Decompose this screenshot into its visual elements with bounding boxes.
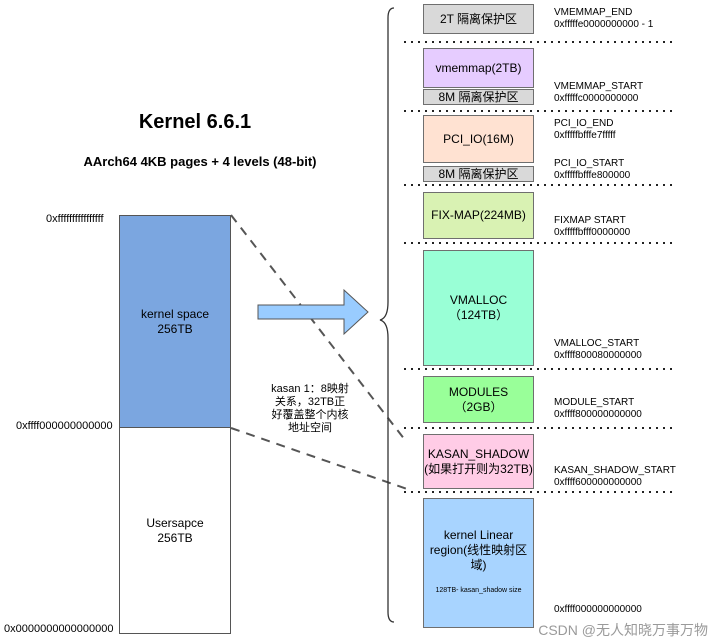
label-addr: 0xffff600000000000 [554,477,642,488]
page-subtitle: AArch64 4KB pages + 4 levels (48-bit) [83,154,317,169]
guard-8m-region-1: 8M 隔离保护区 [423,89,534,105]
vmalloc-region: VMALLOC （124TB） [423,250,534,366]
user-space-segment: Usersapce 256TB [119,427,231,634]
linear-region-note: 128TB- kasan_shadow size [435,587,522,594]
label-addr: 0xfffffc0000000000 [554,93,639,104]
label-addr: 0xffff800000000000 [554,409,642,420]
fixmap-region: FIX-MAP(224MB) [423,192,534,239]
label-module-start: MODULE_START 0xffff800000000000 [554,397,642,421]
label-name: PCI_IO_END [554,118,614,129]
watermark: CSDN @无人知晓万事万物 [538,622,708,638]
label-name: PCI_IO_START [554,158,625,169]
linear-region-label: kernel Linear region(线性映射区域) [429,528,528,572]
kasan-shadow-region: KASAN_SHADOW (如果打开则为32TB) [423,434,534,489]
label-addr: 0xfffffbfffe7fffff [554,130,616,141]
label-addr: 0xffff800080000000 [554,350,642,361]
guard-8m-region-2: 8M 隔离保护区 [423,166,534,182]
linear-region: kernel Linear region(线性映射区域) 128TB- kasa… [423,498,534,628]
guard-2t-region: 2T 隔离保护区 [423,4,534,34]
kasan-note: kasan 1：8映射 关系，32TB正 好覆盖整个内核 地址空间 [271,383,349,434]
label-vmalloc-start: VMALLOC_START 0xffff800080000000 [554,338,642,362]
curly-brace-icon [379,7,395,623]
dashed-line-bottom [230,427,411,491]
label-name: KASAN_SHADOW_START [554,465,676,476]
pci-io-region: PCI_IO(16M) [423,115,534,163]
kernel-space-segment: kernel space 256TB [119,215,231,428]
label-name: MODULE_START [554,397,635,408]
label-name: VMALLOC_START [554,338,640,349]
page-title: Kernel 6.6.1 [138,111,252,133]
label-pci-io-start: PCI_IO_START 0xfffffbfffe800000 [554,158,630,182]
label-kasan-shadow-start: KASAN_SHADOW_START 0xffff600000000000 [554,465,676,489]
label-vmemmap-start: VMEMMAP_START 0xfffffc0000000000 [554,81,643,105]
label-addr: 0xfffffe0000000000 - 1 [554,19,654,30]
address-mid: 0xffff000000000000 [16,420,113,432]
label-vmemmap-end: VMEMMAP_END 0xfffffe0000000000 - 1 [554,7,653,31]
vmemmap-region: vmemmap(2TB) [423,48,534,88]
label-addr: 0xfffffbfff0000000 [554,227,631,238]
label-name: FIXMAP START [554,215,626,226]
label-pci-io-end: PCI_IO_END 0xfffffbfffe7fffff [554,118,616,142]
label-fixmap-start: FIXMAP START 0xfffffbfff0000000 [554,215,630,239]
label-addr: 0xfffffbfffe800000 [554,170,631,181]
label-linear-start: 0xffff000000000000 [554,604,642,616]
modules-region: MODULES （2GB） [423,376,534,423]
label-name: VMEMMAP_END [554,7,633,18]
address-bottom: 0x0000000000000000 [4,623,114,635]
address-top: 0xffffffffffffffff [46,213,104,225]
label-name: VMEMMAP_START [554,81,644,92]
right-arrow-icon [257,288,369,336]
label-addr: 0xffff000000000000 [554,604,642,615]
